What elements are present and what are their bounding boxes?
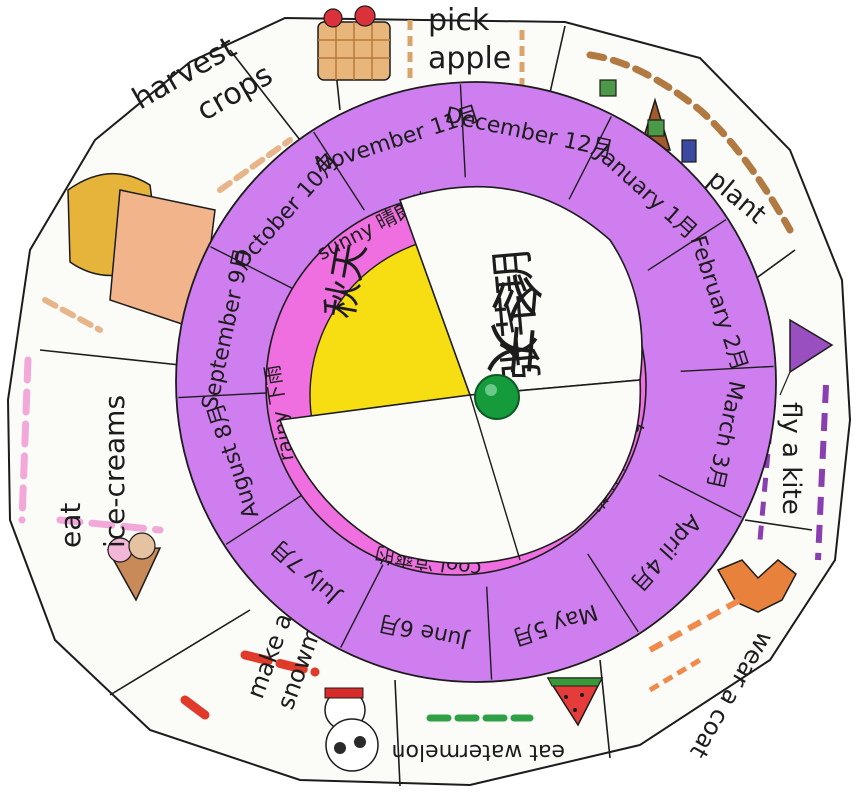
season-wheel: 冬天 秋天 张芊玥 bbox=[278, 185, 643, 565]
white-quadrant-top bbox=[398, 185, 643, 396]
month-divider bbox=[647, 219, 727, 271]
season-top-right-label: 冬天 bbox=[478, 269, 547, 378]
month-divider bbox=[486, 586, 493, 680]
kite-icon bbox=[779, 318, 834, 396]
pick-apple-line2: apple bbox=[428, 41, 511, 76]
eat-ice-creams-sector: eat ice-creams bbox=[18, 356, 164, 602]
month-divider bbox=[210, 246, 294, 290]
eat-watermelon-label: eat watermelon bbox=[392, 739, 565, 764]
center-pin-icon[interactable] bbox=[474, 374, 520, 420]
fly-a-kite-label: fly a kite bbox=[776, 402, 806, 515]
month-divider bbox=[568, 116, 612, 200]
month-divider bbox=[225, 493, 305, 545]
snowman-icon bbox=[324, 687, 379, 772]
svg-text:eat ice-creams: eat ice-creams bbox=[54, 395, 131, 548]
season-bottom-right-label: 张芊玥 bbox=[487, 248, 549, 384]
month-divider bbox=[459, 84, 466, 178]
pick-apple-line1: pick bbox=[428, 3, 490, 38]
month-divider bbox=[313, 131, 365, 211]
month-divider bbox=[680, 365, 774, 372]
eat-ice-creams-line1: eat bbox=[54, 503, 87, 548]
fly-a-kite-sector: fly a kite bbox=[757, 318, 834, 561]
pick-apple-sector: pick apple bbox=[317, 3, 525, 95]
month-divider bbox=[587, 553, 639, 633]
month-divider bbox=[340, 564, 384, 648]
month-divider bbox=[658, 474, 742, 518]
svg-text:pick apple: pick apple bbox=[428, 3, 511, 76]
ice-cream-icon bbox=[106, 532, 162, 602]
eat-watermelon-sector: eat watermelon bbox=[392, 677, 604, 764]
month-divider bbox=[178, 392, 272, 399]
white-half-bottom bbox=[278, 379, 642, 565]
apple-basket-icon bbox=[317, 5, 391, 81]
eat-ice-creams-line2: ice-creams bbox=[98, 395, 131, 548]
watermelon-icon bbox=[546, 677, 604, 727]
